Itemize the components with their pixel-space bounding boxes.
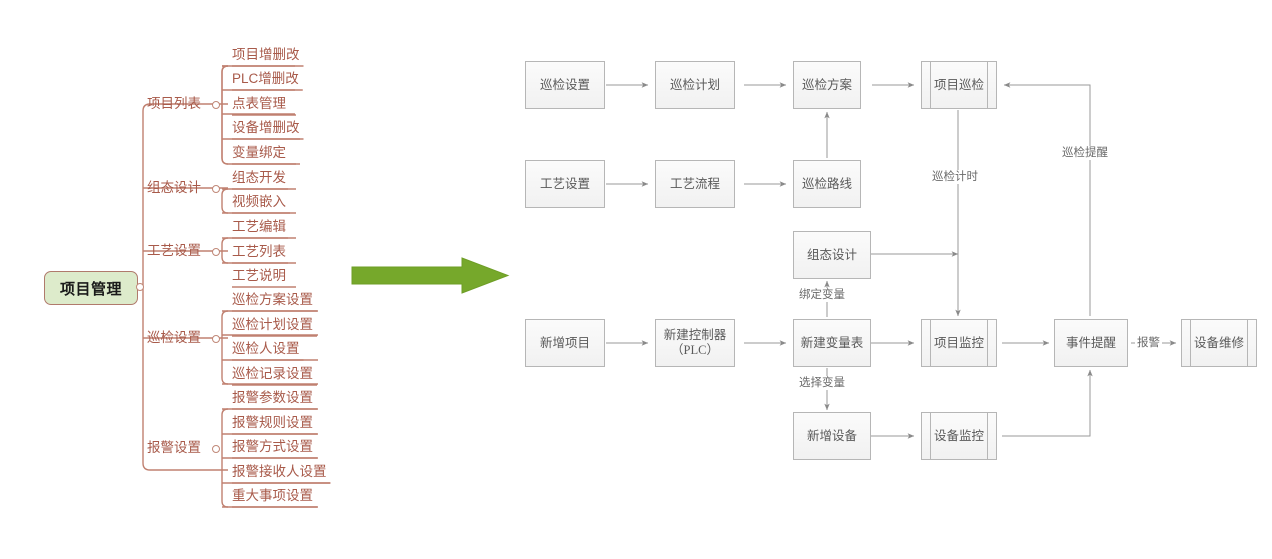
mindmap-leaf-工艺编辑[interactable]: 工艺编辑 [232,219,286,235]
flow-node-新增设备[interactable]: 新增设备 [793,412,871,460]
branch-label: 工艺设置 [147,243,201,258]
mindmap-root-node[interactable]: 项目管理 [44,271,138,305]
leaf-label: 组态开发 [232,170,286,185]
leaf-label: 重大事项设置 [232,488,313,503]
flow-node-组态设计[interactable]: 组态设计 [793,231,871,279]
flow-node-label: 巡检设置 [539,77,590,92]
mindmap-leaf-报警规则设置[interactable]: 报警规则设置 [232,415,313,431]
flow-node-label: 工艺流程 [669,176,720,191]
edge-label-绑定变量: 绑定变量 [797,288,847,302]
flow-node-label-line2: （PLC） [671,343,719,357]
mindmap-branch-组态设计[interactable]: 组态设计 [147,180,201,196]
leaf-label: 工艺编辑 [232,219,286,234]
leaf-label: 点表管理 [232,96,286,111]
flow-node-label: 新增项目 [539,335,590,350]
flow-node-label: 项目监控 [933,335,984,350]
edge-label-报警: 报警 [1135,336,1162,350]
mindmap-branch-工艺设置[interactable]: 工艺设置 [147,243,201,259]
flow-node-巡检方案[interactable]: 巡检方案 [793,61,861,109]
mindmap-leaf-PLC增删改[interactable]: PLC增删改 [232,71,299,87]
edge-label-选择变量: 选择变量 [797,376,847,390]
leaf-label: PLC增删改 [232,71,299,86]
flow-node-label: 巡检计划 [669,77,720,92]
mindmap-leaf-报警接收人设置[interactable]: 报警接收人设置 [232,464,327,480]
edge-label-巡检提醒: 巡检提醒 [1060,146,1110,160]
flow-node-label: 工艺设置 [539,176,590,191]
leaf-label: 变量绑定 [232,145,286,160]
flow-node-label: 新增设备 [806,428,857,443]
leaf-label: 巡检人设置 [232,341,300,356]
mindmap-branch-dot-4[interactable] [212,445,220,453]
mindmap-branch-dot-0[interactable] [212,101,220,109]
leaf-label: 工艺说明 [232,268,286,283]
mindmap-leaf-报警方式设置[interactable]: 报警方式设置 [232,439,313,455]
flow-node-label: 巡检方案 [801,77,852,92]
leaf-label: 报警方式设置 [232,439,313,454]
mindmap-root-label: 项目管理 [59,280,122,298]
mindmap-branch-dot-1[interactable] [212,185,220,193]
mindmap-branch-巡检设置[interactable]: 巡检设置 [147,330,201,346]
mindmap-leaf-工艺说明[interactable]: 工艺说明 [232,268,286,284]
branch-label: 项目列表 [147,96,201,111]
flow-node-label: 设备维修 [1193,335,1244,350]
mindmap-branch-项目列表[interactable]: 项目列表 [147,96,201,112]
mindmap-root-collapse-dot[interactable] [136,283,144,291]
mindmap-leaf-组态开发[interactable]: 组态开发 [232,170,286,186]
flow-node-label: 新建变量表 [800,335,864,350]
flow-node-巡检计划[interactable]: 巡检计划 [655,61,735,109]
mindmap-leaf-视频嵌入[interactable]: 视频嵌入 [232,194,286,210]
mindmap-branch-dot-3[interactable] [212,335,220,343]
branch-label: 组态设计 [147,180,201,195]
mindmap-leaf-巡检人设置[interactable]: 巡检人设置 [232,341,300,357]
flow-node-工艺流程[interactable]: 工艺流程 [655,160,735,208]
leaf-label: 巡检记录设置 [232,366,313,381]
leaf-label: 设备增删改 [232,120,300,135]
mindmap-branch-dot-2[interactable] [212,248,220,256]
leaf-label: 巡检方案设置 [232,292,313,307]
mindmap-leaf-工艺列表[interactable]: 工艺列表 [232,244,286,260]
mindmap-leaf-巡检计划设置[interactable]: 巡检计划设置 [232,317,313,333]
mindmap-leaf-巡检记录设置[interactable]: 巡检记录设置 [232,366,313,382]
mindmap-branch-报警设置[interactable]: 报警设置 [147,440,201,456]
flow-node-设备监控[interactable]: 设备监控 [921,412,997,460]
leaf-label: 项目增删改 [232,47,300,62]
leaf-label: 报警规则设置 [232,415,313,430]
flow-node-巡检路线[interactable]: 巡检路线 [793,160,861,208]
flow-node-新增项目[interactable]: 新增项目 [525,319,605,367]
mindmap-leaf-设备增删改[interactable]: 设备增删改 [232,120,300,136]
flow-node-事件提醒[interactable]: 事件提醒 [1054,319,1128,367]
leaf-label: 视频嵌入 [232,194,286,209]
branch-label: 巡检设置 [147,330,201,345]
branch-label: 报警设置 [147,440,201,455]
flow-node-label: 巡检路线 [801,176,852,191]
mindmap-leaf-变量绑定[interactable]: 变量绑定 [232,145,286,161]
leaf-label: 报警参数设置 [232,390,313,405]
leaf-label: 工艺列表 [232,244,286,259]
mindmap-leaf-重大事项设置[interactable]: 重大事项设置 [232,488,313,504]
flow-node-label-line1: 新建控制器 [663,328,727,342]
mindmap-leaf-报警参数设置[interactable]: 报警参数设置 [232,390,313,406]
edge-label-巡检计时: 巡检计时 [930,170,980,184]
flow-node-label: 事件提醒 [1065,335,1116,350]
flow-node-新建变量表[interactable]: 新建变量表 [793,319,871,367]
flow-node-项目巡检[interactable]: 项目巡检 [921,61,997,109]
flow-node-新建控制器PLC[interactable]: 新建控制器 （PLC） [655,319,735,367]
flow-node-label: 项目巡检 [933,77,984,92]
flow-node-巡检设置[interactable]: 巡检设置 [525,61,605,109]
leaf-label: 巡检计划设置 [232,317,313,332]
mindmap-leaf-项目增删改[interactable]: 项目增删改 [232,47,300,63]
flow-node-设备维修[interactable]: 设备维修 [1181,319,1257,367]
mindmap-leaf-巡检方案设置[interactable]: 巡检方案设置 [232,292,313,308]
flow-node-label: 组态设计 [806,247,857,262]
flow-node-工艺设置[interactable]: 工艺设置 [525,160,605,208]
mindmap-leaf-点表管理[interactable]: 点表管理 [232,96,286,112]
leaf-label: 报警接收人设置 [232,464,327,479]
flow-node-项目监控[interactable]: 项目监控 [921,319,997,367]
flow-node-label: 设备监控 [933,428,984,443]
